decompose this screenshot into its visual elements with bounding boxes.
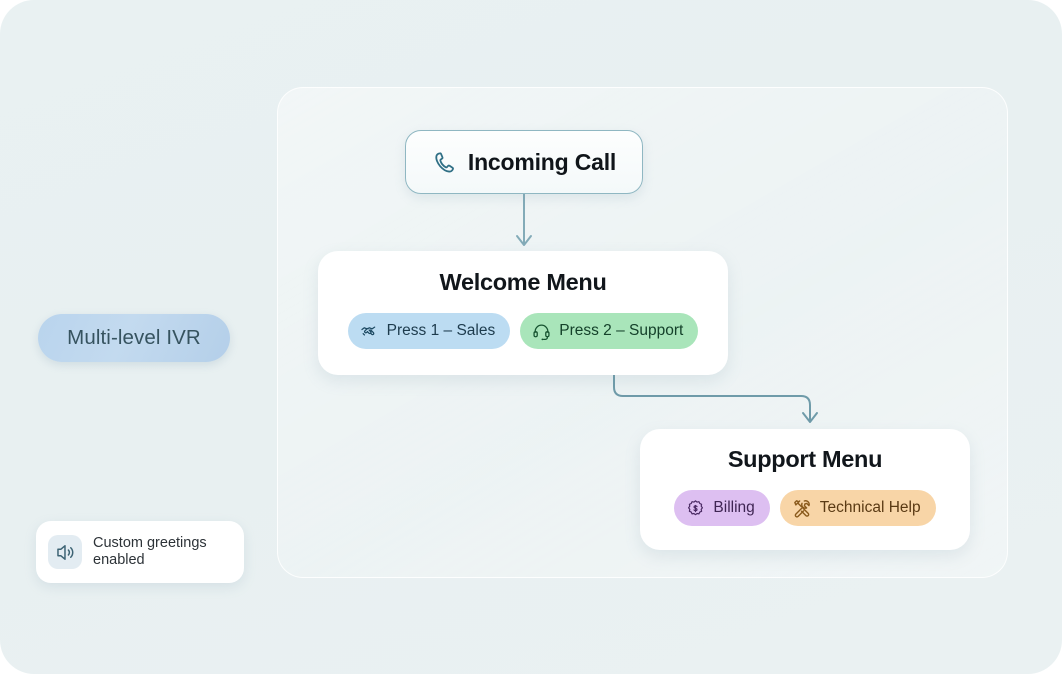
option-press-2-support[interactable]: Press 2 – Support [520,313,699,349]
node-title: Support Menu [727,446,883,472]
tools-icon [792,498,812,518]
custom-greetings-line-2: enabled [93,552,145,568]
node-title: Incoming Call [467,148,617,175]
option-label: Billing [713,499,755,516]
handshake-icon [360,322,379,341]
node-title: Welcome Menu [439,269,607,295]
billing-badge-icon [686,499,705,518]
option-press-1-sales[interactable]: Press 1 – Sales [347,313,511,349]
headset-icon [532,322,551,341]
multi-level-ivr-label: Multi-level IVR [67,326,201,349]
option-label: Press 2 – Support [559,322,684,339]
option-technical-help[interactable]: Technical Help [779,490,936,526]
custom-greetings-line-1: Custom greetings [93,535,207,551]
support-menu-options: Billing Technical Help [674,490,936,526]
node-welcome-menu[interactable]: Welcome Menu Press 1 – Sales [318,251,728,375]
option-billing[interactable]: Billing [674,490,770,526]
welcome-menu-options: Press 1 – Sales Press 2 – Support [347,313,699,349]
node-incoming-call[interactable]: Incoming Call [405,130,643,194]
custom-greetings-card[interactable]: Custom greetings enabled [36,521,244,583]
custom-greetings-label: Custom greetings enabled [93,535,207,569]
speaker-volume-icon [48,535,82,569]
phone-icon [432,150,457,175]
multi-level-ivr-chip[interactable]: Multi-level IVR [38,314,230,362]
option-label: Press 1 – Sales [386,322,496,339]
node-support-menu[interactable]: Support Menu Billing [640,429,970,550]
option-label: Technical Help [819,499,921,516]
